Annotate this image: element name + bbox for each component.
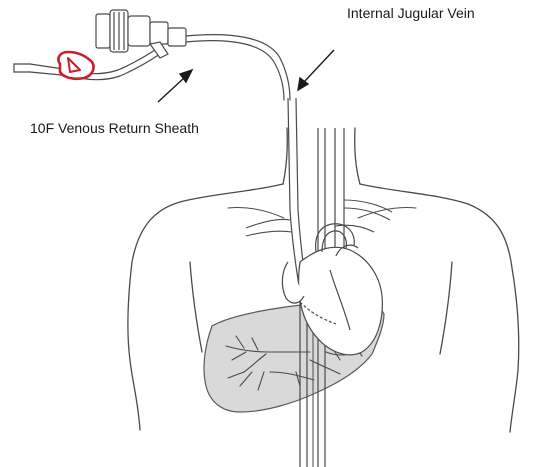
internal-jugular-vein-label: Internal Jugular Vein <box>347 6 475 20</box>
pointer-arrows <box>158 50 334 102</box>
subclavian-branches <box>246 200 392 236</box>
venous-return-sheath-label: 10F Venous Return Sheath <box>30 121 199 135</box>
sheath-hub <box>96 10 186 58</box>
red-roller-clamp-icon <box>58 52 93 79</box>
